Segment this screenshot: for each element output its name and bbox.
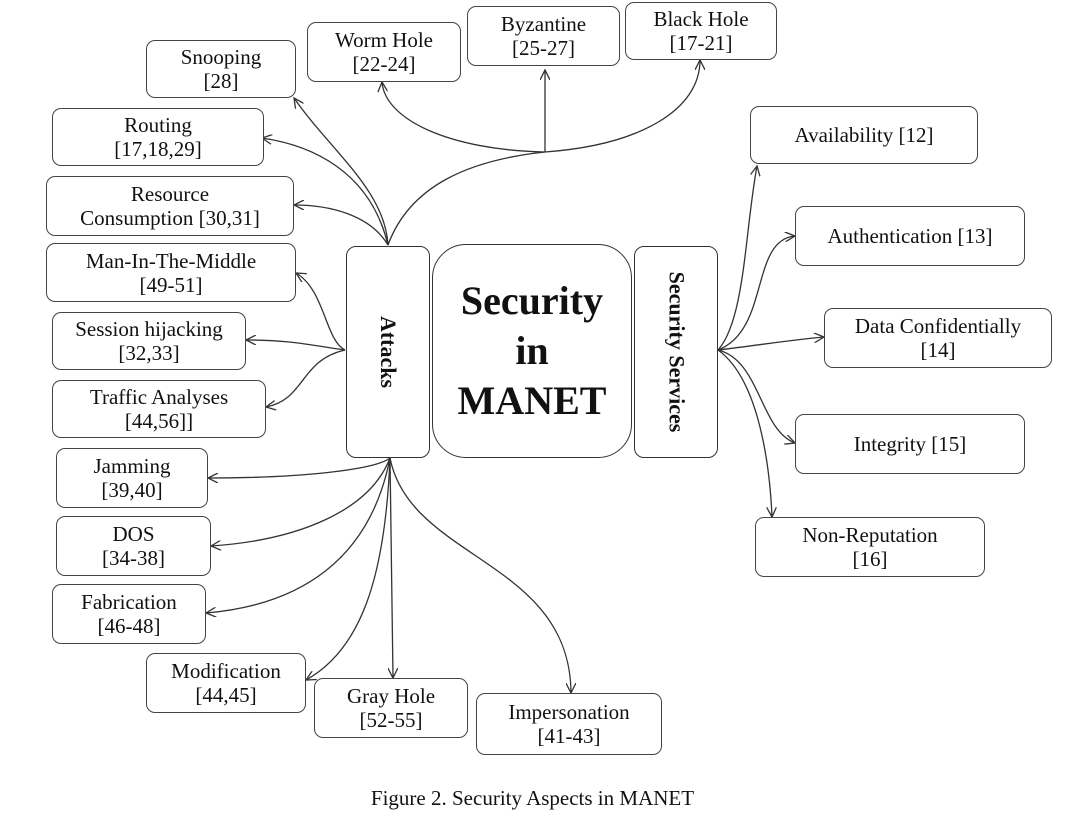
service-availability: Availability [12] [750,106,978,164]
attack-session-hijacking: Session hijacking [32,33] [52,312,246,370]
connector-attacks-routing [262,138,389,246]
connector-grayhole [390,457,393,678]
connector-fabrication [206,457,391,613]
connector-dos [211,457,391,546]
attack-modification: Modification [44,45] [146,653,306,713]
attack-black-hole: Black Hole [17-21] [625,2,777,60]
connector-dataconf [717,337,824,351]
service-authentication: Authentication [13] [795,206,1025,266]
figure-caption: Figure 2. Security Aspects in MANET [370,786,695,810]
connector-attacks-snooping [294,98,389,246]
connector-impersonation [389,457,571,693]
connector-authentication [717,236,795,351]
connector-blackhole [544,60,700,153]
attack-routing: Routing [17,18,29] [52,108,264,166]
connector-attacks-resource [294,205,389,246]
attack-gray-hole: Gray Hole [52-55] [314,678,468,738]
connector-attacks-trunk [387,151,546,246]
attack-traffic-analyses: Traffic Analyses [44,56]] [52,380,266,438]
service-data-confidentially: Data Confidentially [14] [824,308,1052,368]
attack-fabrication: Fabrication [46-48] [52,584,206,644]
connector-mitm [296,273,346,351]
attacks-label: Attacks [375,315,401,389]
connector-jamming [208,457,391,478]
attack-dos: DOS [34-38] [56,516,211,576]
attack-snooping: Snooping [28] [146,40,296,98]
connector-nonrep [717,349,772,517]
service-non-reputation: Non-Reputation [16] [755,517,985,577]
security-services-label: Security Services [664,271,690,433]
center-label-line-2: in [515,328,549,373]
connector-modification [306,457,391,680]
attack-resource-consumption: Resource Consumption [30,31] [46,176,294,236]
service-integrity: Integrity [15] [795,414,1025,474]
attacks-box: Attacks [346,246,430,458]
connector-integrity [717,349,795,443]
security-in-manet-box: Security in MANET [432,244,632,458]
center-label-line-3: MANET [457,378,607,423]
center-label-line-1: Security [460,278,604,323]
connector-traffic [266,349,346,407]
connector-session [246,340,346,351]
security-services-box: Security Services [634,246,718,458]
connector-wormhole [382,82,546,153]
attack-worm-hole: Worm Hole [22-24] [307,22,461,82]
attack-impersonation: Impersonation [41-43] [476,693,662,755]
connector-availability [717,166,757,351]
attack-jamming: Jamming [39,40] [56,448,208,508]
attack-byzantine: Byzantine [25-27] [467,6,620,66]
attack-man-in-the-middle: Man-In-The-Middle [49-51] [46,243,296,302]
